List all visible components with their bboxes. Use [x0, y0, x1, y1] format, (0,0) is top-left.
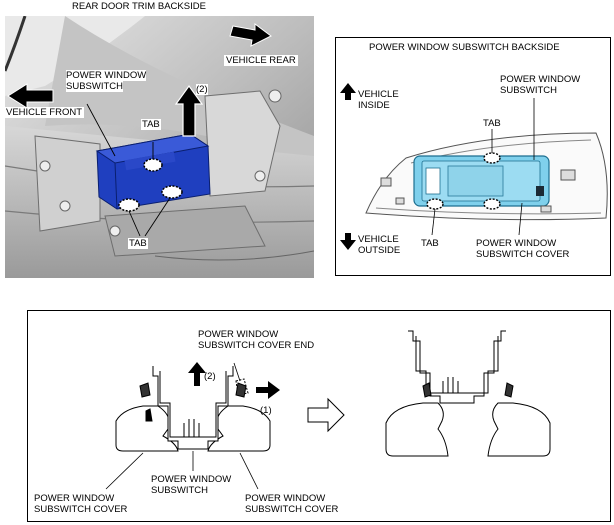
door-trim-photo: VEHICLE REAR VEHICLE FRONT POWER WINDOW … [5, 16, 314, 278]
cover-end-line2: SUBSWITCH COVER END [198, 340, 315, 351]
tab-marker [118, 198, 140, 212]
vehicle-front-label: VEHICLE FRONT [5, 107, 85, 118]
left-cover-line1: POWER WINDOW [34, 493, 115, 504]
section-right-arrow-icon [256, 381, 280, 399]
step-2-label: (2) [196, 84, 208, 95]
up-arrow-icon [174, 84, 204, 137]
subswitch-label-line2: SUBSWITCH [66, 81, 123, 92]
transition-arrow-icon [307, 397, 345, 433]
inset-vehicle-inside-line2: INSIDE [358, 100, 390, 111]
section-step-1: (1) [260, 405, 272, 416]
vehicle-inside-arrow-icon [340, 83, 356, 100]
inset-vehicle-outside-line2: OUTSIDE [358, 245, 401, 256]
inset-panel: POWER WINDOW SUBSWITCH BACKSIDE VEHICLE … [335, 37, 611, 276]
tab-marker [161, 185, 183, 199]
inset-title: POWER WINDOW SUBSWITCH BACKSIDE [369, 42, 560, 53]
tab-label-top: TAB [141, 119, 161, 130]
right-cover-line2: SUBSWITCH COVER [245, 504, 339, 515]
right-cover-line1: POWER WINDOW [245, 493, 326, 504]
subswitch-label-line1: POWER WINDOW [66, 70, 147, 81]
vehicle-rear-label: VEHICLE REAR [224, 55, 298, 66]
left-cover-line2: SUBSWITCH COVER [34, 504, 128, 515]
cover-end-line1: POWER WINDOW [198, 329, 279, 340]
inset-illustration [340, 83, 608, 250]
cross-section-panel: POWER WINDOW SUBSWITCH COVER END (2) (1)… [27, 310, 611, 522]
vehicle-rear-arrow-icon [229, 23, 272, 47]
inset-vehicle-outside-line1: VEHICLE [358, 234, 399, 245]
section-subswitch-line2: SUBSWITCH [151, 485, 208, 496]
section-up-arrow-icon [188, 362, 206, 386]
tab-label-bottom: TAB [128, 238, 148, 249]
inset-tab-top: TAB [483, 118, 501, 129]
inset-vehicle-inside-line1: VEHICLE [358, 89, 399, 100]
inset-subswitch-line2: SUBSWITCH [500, 85, 557, 96]
tab-marker [483, 198, 501, 210]
inset-tab-bottom: TAB [421, 238, 439, 249]
section-subswitch-line1: POWER WINDOW [151, 474, 232, 485]
tab-marker [483, 152, 501, 164]
section-step-2: (2) [204, 371, 216, 382]
inset-cover-line2: SUBSWITCH COVER [476, 249, 570, 260]
vehicle-outside-arrow-icon [340, 233, 356, 250]
inset-cover-line1: POWER WINDOW [476, 238, 557, 249]
tab-marker [426, 198, 444, 210]
cross-section-illustration [105, 330, 551, 490]
inset-subswitch-line1: POWER WINDOW [500, 74, 581, 85]
tab-marker [143, 158, 163, 172]
top-title: REAR DOOR TRIM BACKSIDE [72, 1, 206, 12]
